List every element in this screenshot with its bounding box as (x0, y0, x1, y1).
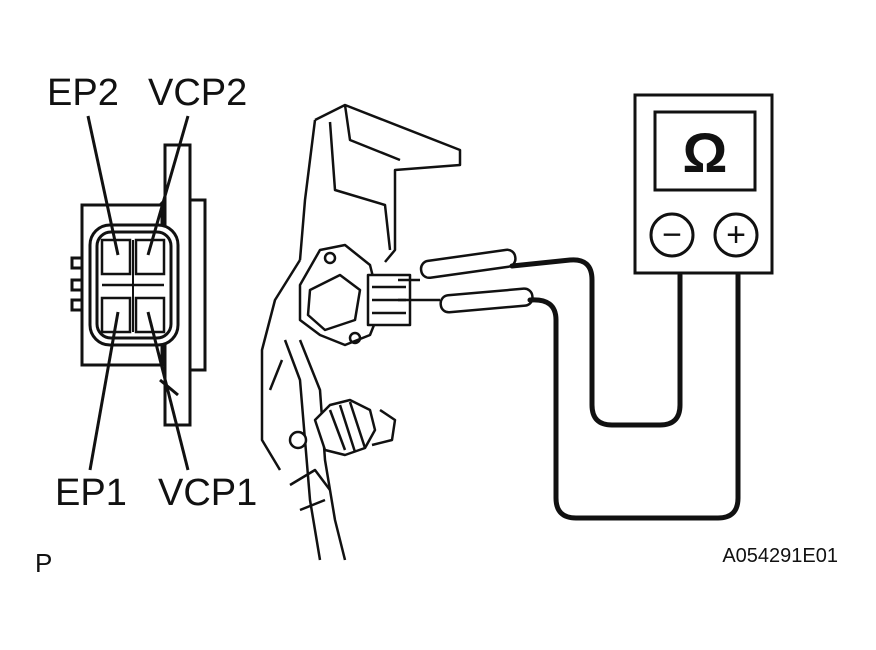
leader-ep1 (88, 311, 120, 471)
minus-icon: − (662, 216, 682, 254)
probe-lower (439, 287, 534, 314)
connector-front-view (70, 143, 207, 427)
label-ep1: EP1 (55, 472, 127, 514)
test-probes (398, 248, 534, 314)
ohmmeter (633, 93, 774, 275)
figure-id: A054291E01 (722, 545, 838, 567)
accelerator-pedal-assembly (260, 103, 462, 561)
meter-plus-terminal (713, 212, 759, 258)
meter-minus-terminal (649, 212, 695, 258)
leader-vcp1 (146, 311, 190, 471)
leader-vcp2 (146, 115, 190, 256)
ohm-symbol-icon: Ω (683, 121, 728, 184)
meter-display (653, 110, 757, 192)
probe-upper (419, 248, 517, 280)
lead-negative (509, 257, 683, 428)
plus-icon: + (726, 216, 746, 254)
label-ep2: EP2 (47, 72, 119, 114)
label-vcp1: VCP1 (158, 472, 257, 514)
pin-leader-lines (86, 115, 190, 471)
leader-ep2 (86, 115, 120, 256)
test-leads (509, 257, 741, 521)
label-vcp2: VCP2 (148, 72, 247, 114)
lead-positive (527, 272, 741, 521)
mark-p: P (35, 548, 52, 578)
